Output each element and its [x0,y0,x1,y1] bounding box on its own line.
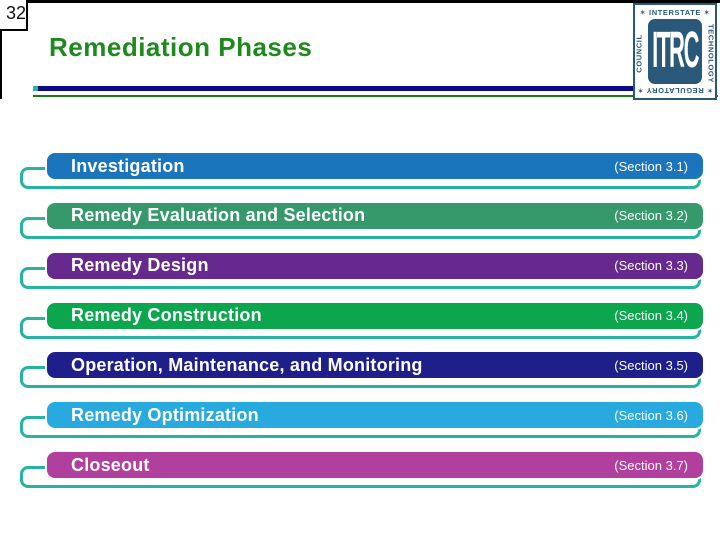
phases-list: Investigation (Section 3.1) Remedy Evalu… [0,151,720,500]
phase-section-label: (Section 3.1) [614,158,688,174]
logo-itrc-box: ITRC [648,19,702,84]
title-rule-navy [38,86,712,91]
logo-text-interstate: ✶ INTERSTATE ✶ [639,8,711,17]
phase-bar: Remedy Evaluation and Selection (Section… [45,200,705,231]
phase-bar: Investigation (Section 3.1) [45,151,705,181]
phase-row: Investigation (Section 3.1) [0,151,720,201]
title-rule-green [33,95,718,97]
phase-row: Closeout (Section 3.7) [0,450,720,500]
phase-bar: Remedy Optimization (Section 3.6) [45,400,705,431]
phase-label: Remedy Optimization [71,404,259,425]
phase-row: Operation, Maintenance, and Monitoring (… [0,350,720,400]
phase-row: Remedy Evaluation and Selection (Section… [0,200,720,251]
phase-section-label: (Section 3.2) [614,208,688,224]
page-number: 32 [6,3,27,23]
phase-row: Remedy Optimization (Section 3.6) [0,400,720,450]
phase-label: Operation, Maintenance, and Monitoring [71,354,423,375]
slide-title: Remediation Phases [49,32,313,62]
phase-section-label: (Section 3.6) [614,407,688,423]
phase-section-label: (Section 3.4) [614,308,688,324]
logo-itrc-letters: ITRC [651,21,699,80]
phase-row: Remedy Design (Section 3.3) [0,250,720,301]
logo-text-council: COUNCIL [634,34,644,73]
phase-label: Remedy Construction [71,305,262,326]
phase-bar: Remedy Design (Section 3.3) [45,250,705,281]
page-number-box: 32 [0,0,28,31]
phase-section-label: (Section 3.7) [614,457,688,473]
phase-label: Remedy Evaluation and Selection [71,205,366,226]
phase-row: Remedy Construction (Section 3.4) [0,300,720,351]
phase-bar: Closeout (Section 3.7) [45,450,705,481]
itrc-logo: ✶ INTERSTATE ✶ TECHNOLOGY ✶ REGULATORY ✶… [633,3,717,100]
phase-section-label: (Section 3.3) [614,258,688,274]
phase-label: Investigation [71,155,185,176]
logo-text-technology: TECHNOLOGY [706,24,716,83]
logo-text-regulatory: ✶ REGULATORY ✶ [636,86,714,95]
slide-top-border [0,0,720,3]
phase-bar: Operation, Maintenance, and Monitoring (… [45,350,705,381]
slide-left-border [0,0,2,99]
phase-section-label: (Section 3.5) [614,357,688,373]
phase-label: Remedy Design [71,255,209,276]
phase-bar: Remedy Construction (Section 3.4) [45,300,705,331]
phase-label: Closeout [71,454,150,475]
